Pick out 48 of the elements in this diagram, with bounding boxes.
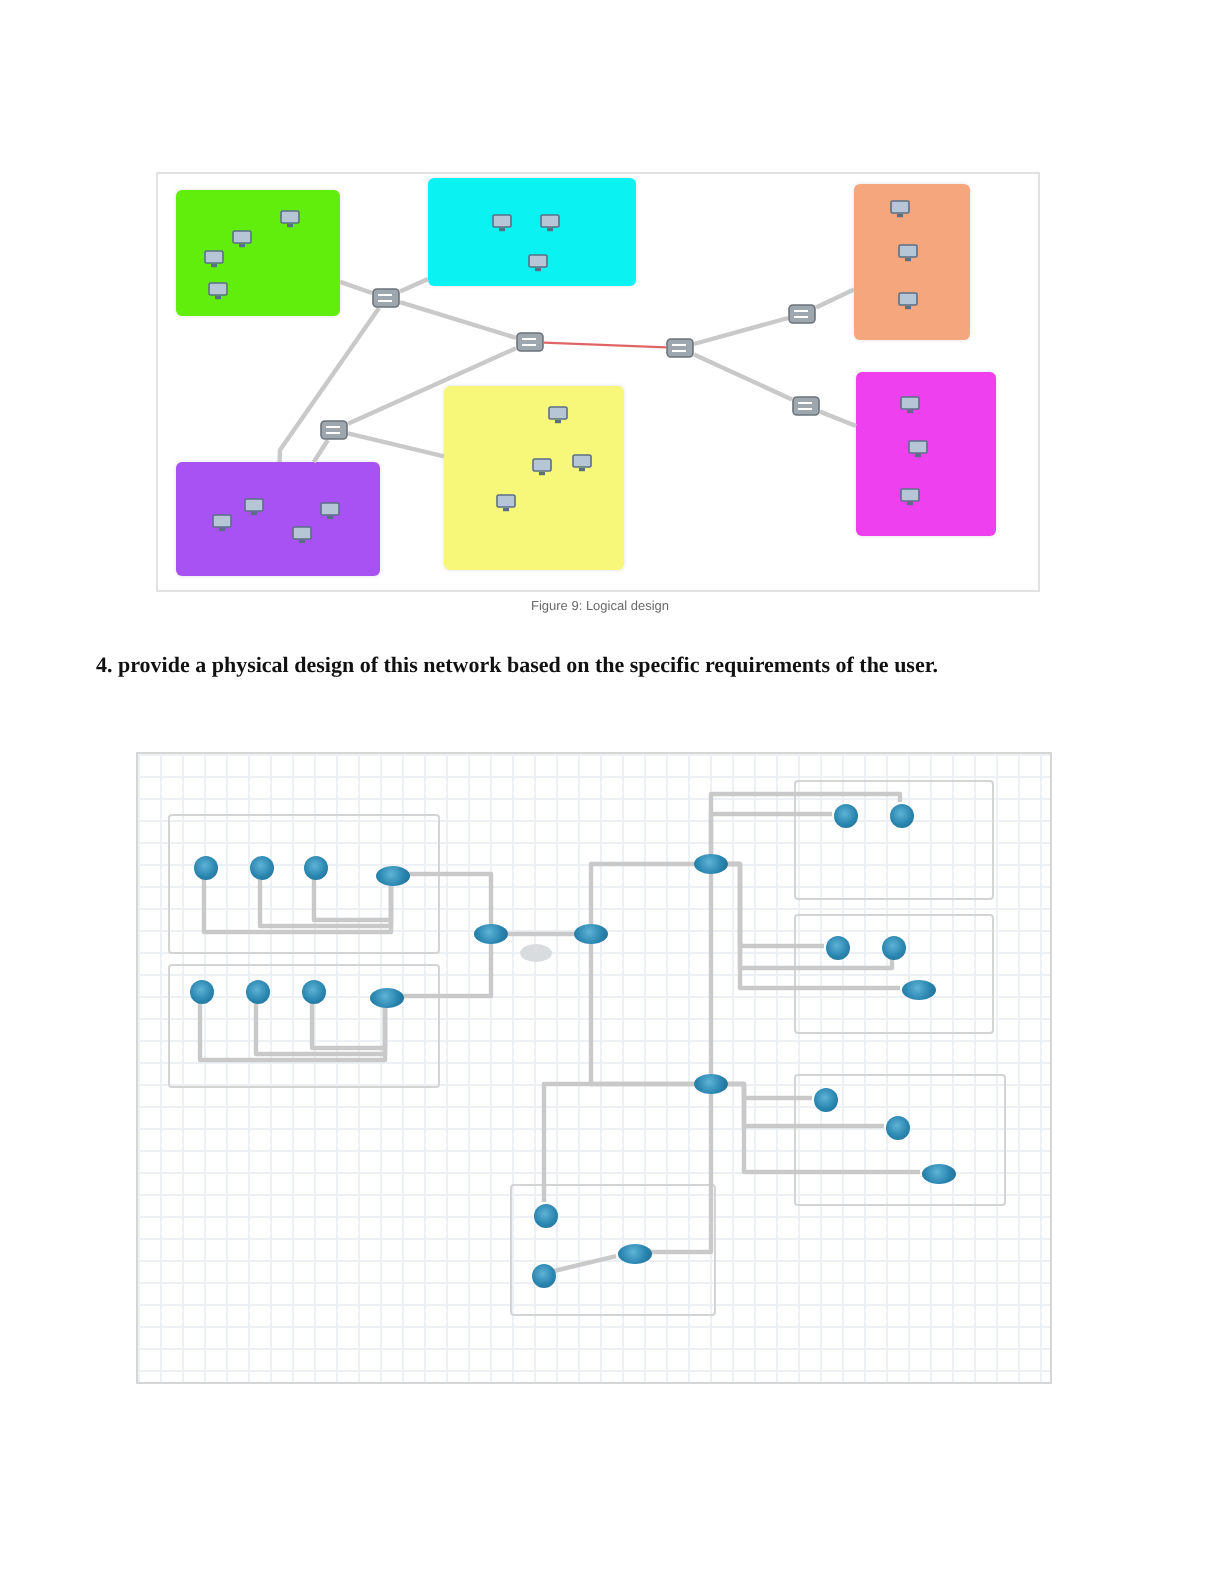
connector-line	[201, 878, 394, 935]
room-outline	[794, 780, 994, 900]
connector-line	[708, 874, 714, 1074]
room-outline	[794, 1074, 1006, 1206]
connector-line	[553, 1254, 617, 1274]
room-outline	[510, 1184, 716, 1316]
connector-line	[693, 315, 789, 347]
network-zone	[176, 462, 380, 576]
room-outline	[168, 814, 440, 954]
connector-line	[402, 944, 494, 999]
connector-line	[277, 306, 381, 463]
connector-line	[197, 1002, 388, 1063]
connector-line	[708, 791, 903, 854]
room-outline	[168, 964, 440, 1088]
connector-line	[408, 871, 494, 924]
connector-line	[693, 352, 793, 402]
connector-line	[728, 1081, 920, 1175]
switch-icon	[666, 338, 694, 358]
network-zone	[854, 184, 970, 340]
connector-line	[347, 431, 445, 459]
network-zone	[428, 178, 636, 286]
question-text: 4. provide a physical design of this network based on the specific requirements of the user.	[96, 652, 940, 682]
connector-line	[339, 279, 373, 296]
connector-line	[257, 878, 394, 929]
network-zone	[176, 190, 340, 316]
connector-line	[347, 346, 517, 426]
connector-line	[311, 438, 330, 464]
connector-line	[650, 1094, 714, 1255]
connector-line	[508, 931, 574, 937]
switch-icon	[372, 288, 400, 308]
connector-line	[728, 861, 900, 991]
connector-line	[588, 861, 694, 924]
switch-icon	[788, 304, 816, 324]
connector-line	[309, 1002, 388, 1051]
connector-line	[541, 1081, 694, 1202]
connector-line	[815, 287, 855, 310]
room-outline	[794, 914, 994, 1034]
connector-line	[543, 341, 667, 349]
switch-icon	[792, 396, 820, 416]
connector-line	[311, 878, 394, 923]
switch-icon	[320, 420, 348, 440]
connector-line	[819, 409, 857, 429]
connector-line	[399, 277, 429, 294]
switch-icon	[516, 332, 544, 352]
network-zone	[444, 386, 624, 570]
connector-line	[253, 1002, 388, 1057]
connector-line	[399, 300, 517, 340]
network-zone	[856, 372, 996, 536]
